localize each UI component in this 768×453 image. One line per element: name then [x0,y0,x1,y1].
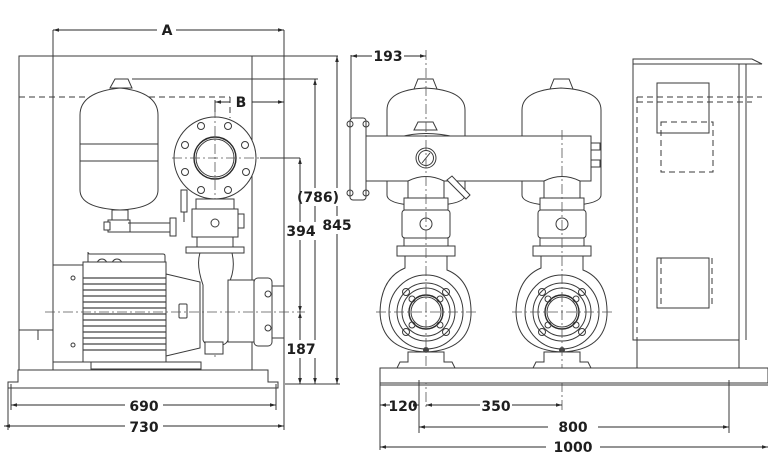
dimension-350-label: 350 [481,399,510,415]
dimension-b-label: B [236,95,247,111]
dimension-730-label: 730 [129,420,158,436]
pressure-sensor [180,189,188,213]
dimension-800-label: 800 [558,420,587,436]
dimension-187-label: 187 [286,342,315,358]
dimension-690: 690 [11,399,276,415]
dimension-120-label: 120 [388,399,417,415]
pump-volute-1 [376,255,476,369]
side-view: A B 845 (786) 394 187 [4,23,352,436]
dimension-394-label: 394 [286,224,315,240]
front-view: 193 120 350 800 1000 [346,49,768,453]
side-frame-bracket [18,329,53,372]
discharge-header [346,55,601,201]
dimension-394: 394 [286,158,316,384]
dimension-786-label: (786) [297,190,339,206]
electric-motor [52,251,202,370]
dimension-a: A [53,23,284,39]
pressure-switch [446,175,471,200]
side-base-plate [7,369,279,389]
dimension-b: B [214,95,284,112]
dimension-1000-label: 1000 [554,440,593,453]
dimension-193: 193 [351,49,426,65]
discharge-flange [172,108,260,360]
dimension-730: 730 [4,420,284,436]
dimension-800: 800 [419,420,729,436]
dimension-690-label: 690 [129,399,158,415]
dimension-786: (786) [297,79,339,384]
dimension-a-label: A [162,23,173,39]
front-base-frame [379,367,768,386]
dimension-1000: 1000 [380,440,768,453]
motor-cooling-fins [83,277,166,351]
dimension-350: 350 [426,399,562,415]
check-valve [185,198,245,254]
dimension-845-label: 845 [322,218,351,234]
dimension-845: 845 [322,56,352,384]
side-envelope-outline [18,55,253,388]
dimension-187: 187 [286,300,316,384]
dimension-120: 120 [380,399,419,415]
dimension-193-label: 193 [373,49,402,65]
control-panel [632,58,763,368]
pressure-tank [79,78,177,237]
drain-plug [204,341,224,355]
